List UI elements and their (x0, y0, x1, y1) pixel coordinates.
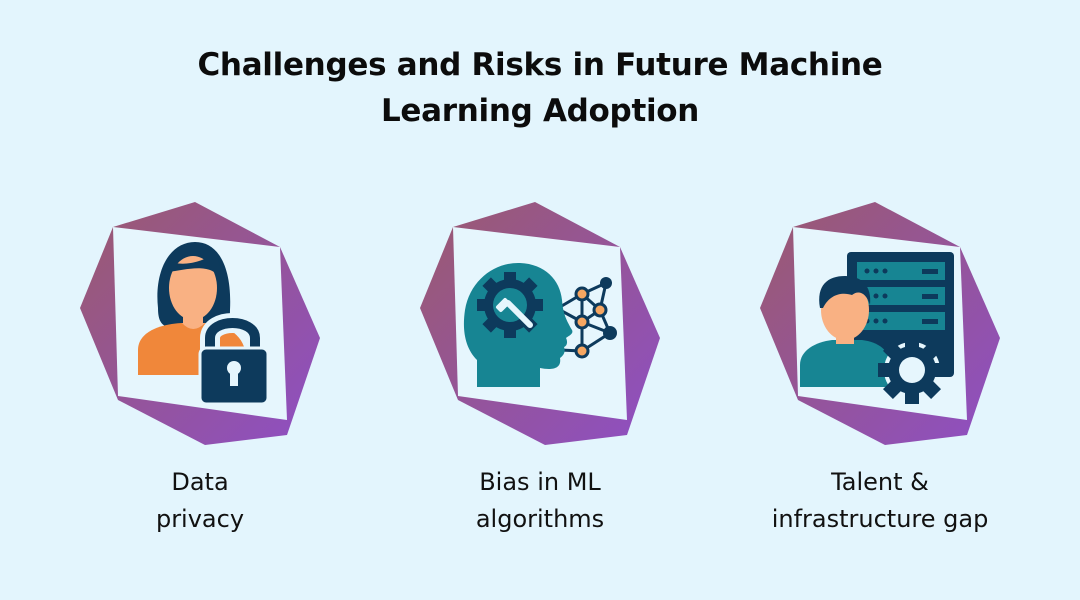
card-talent-infrastructure (750, 200, 1010, 450)
label-bias-in-ml: Bias in ML algorithms (370, 464, 710, 538)
head-gear-network-icon (420, 202, 660, 445)
label-data-privacy: Data privacy (30, 464, 370, 538)
label-line-2: privacy (155, 505, 245, 533)
label-line-2: algorithms (475, 505, 605, 533)
label-line-1: Talent & (831, 468, 929, 496)
label-talent-infrastructure: Talent & infrastructure gap (710, 464, 1050, 538)
label-line-1: Data (171, 468, 229, 496)
title-line-2: Learning Adoption (380, 93, 700, 129)
page-title: Challenges and Risks in Future Machine L… (0, 42, 1080, 134)
card-data-privacy (70, 200, 330, 450)
label-line-2: infrastructure gap (771, 505, 989, 533)
person-lock-icon (80, 202, 320, 445)
person-server-gear-icon (760, 202, 1000, 445)
card-bias-in-ml (410, 200, 670, 450)
label-line-1: Bias in ML (479, 468, 601, 496)
title-line-1: Challenges and Risks in Future Machine (197, 47, 883, 83)
